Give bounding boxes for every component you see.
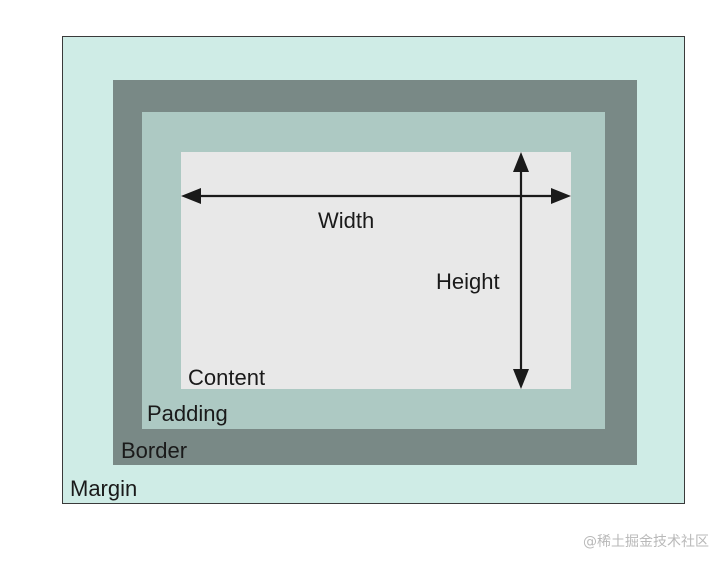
border-label: Border bbox=[121, 438, 188, 463]
content-label: Content bbox=[188, 365, 266, 390]
margin-label: Margin bbox=[70, 476, 138, 501]
watermark: @稀土掘金技术社区 bbox=[583, 534, 709, 550]
content-box bbox=[181, 152, 571, 389]
height-label: Height bbox=[436, 269, 500, 294]
padding-label: Padding bbox=[147, 401, 228, 426]
width-label: Width bbox=[318, 208, 375, 233]
